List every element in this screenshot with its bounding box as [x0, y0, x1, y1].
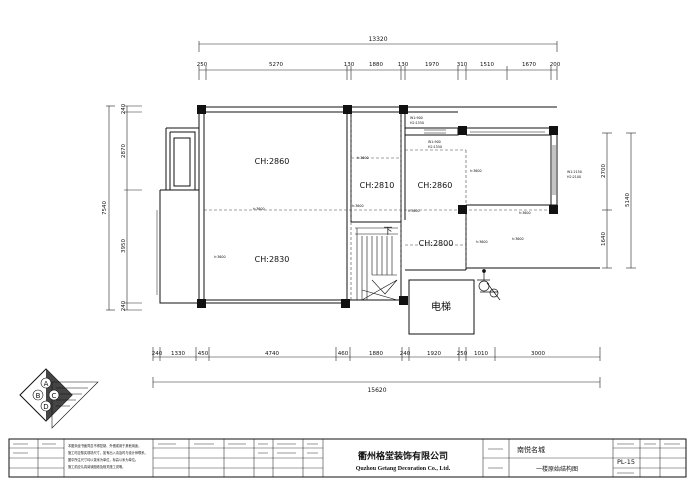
bottom-dim-1: 240 [152, 351, 163, 357]
beam-note-9: h:3600 [408, 209, 420, 213]
top-dim-9: 1670 [522, 62, 536, 68]
window-note-b-width: W1:900 [428, 140, 441, 144]
left-dim-2: 2870 [121, 144, 127, 158]
room-ceiling-height-5: CH:2800 [419, 239, 454, 248]
room-ceiling-height-3: CH:2860 [418, 181, 453, 190]
bottom-dim-4: 4740 [265, 351, 279, 357]
room-ceiling-height-1: CH:2860 [255, 157, 290, 166]
top-dim-5: 130 [398, 62, 409, 68]
equipment-symbol [477, 269, 501, 301]
bottom-segment-labels: 240 1330 450 4740 460 1880 240 1920 250 … [152, 351, 546, 357]
top-dim-10: 200 [550, 62, 561, 68]
beam-note-3: h:3600 [470, 169, 482, 173]
right-dimensions [602, 132, 636, 269]
top-dim-7: 310 [457, 62, 468, 68]
beam-note-1: h:3600 [253, 207, 265, 211]
beam-note-2: h:3600 [357, 156, 369, 160]
stairs-down-label: 下 [383, 227, 392, 237]
bottom-dim-5: 460 [338, 351, 349, 357]
room-labels: CH:2860 CH:2810 CH:2860 CH:2830 CH:2800 [255, 157, 454, 264]
beam-note-4: h:3600 [352, 204, 364, 208]
bottom-dim-8: 1920 [427, 351, 441, 357]
company-name-en: Quzhou Getang Decoration Co., Ltd. [356, 466, 451, 472]
notes-line-3: 图中所注尺寸均以毫米为单位，标高以米为单位。 [68, 457, 138, 462]
notes-line-1: 本图未经书面同意不得复制、外借或用于其他用途。 [68, 443, 141, 448]
right-segment-labels: 2700 1640 5140 [601, 164, 631, 246]
right-dim-1: 2700 [601, 164, 607, 178]
elevator-label: 电梯 [431, 300, 451, 313]
notes-line-2: 施工时应核实现场尺寸，如有出入请及时与设计师联系。 [68, 450, 148, 455]
bottom-dim-2: 1330 [171, 351, 185, 357]
beam-note-6: h:3600 [214, 255, 226, 259]
left-dim-3: 3950 [121, 239, 127, 253]
top-dim-4: 1880 [369, 62, 383, 68]
bottom-dim-7: 240 [400, 351, 411, 357]
structural-columns [197, 105, 558, 308]
window-note-b-height: H2:1550 [428, 145, 442, 149]
room-ceiling-height-2: CH:2810 [360, 181, 395, 190]
left-dim-4: 240 [121, 300, 127, 311]
top-dim-8: 1510 [480, 62, 494, 68]
bottom-dim-11: 3000 [531, 351, 545, 357]
bottom-dim-10: 1010 [474, 351, 488, 357]
right-total-dimension: 5140 [625, 193, 631, 207]
company-logo: A B C D [19, 368, 99, 429]
window-note-a-height: H2:1550 [410, 121, 424, 125]
beam-note-5: h:3600 [519, 211, 531, 215]
left-segment-labels: 240 2870 3950 240 7540 [102, 103, 127, 311]
bottom-total-dimension: 15620 [367, 387, 386, 394]
beam-note-8: h:3600 [512, 237, 524, 241]
bottom-dim-6: 1880 [369, 351, 383, 357]
top-dim-3: 130 [344, 62, 355, 68]
logo-letter-d: D [43, 403, 48, 411]
walls [159, 106, 600, 335]
top-dim-6: 1970 [425, 62, 439, 68]
room-ceiling-height-4: CH:2830 [255, 255, 290, 264]
window-note-c-height: H2:2100 [567, 175, 581, 179]
top-dimensions [198, 41, 558, 80]
logo-letter-c: C [52, 392, 57, 400]
top-ticks [198, 66, 558, 80]
drawing-name: 一楼原始结构图 [536, 465, 578, 473]
logo-letter-a: A [44, 380, 49, 388]
left-dimensions [106, 105, 142, 311]
title-block-notes: 本图未经书面同意不得复制、外借或用于其他用途。 施工时应核实现场尺寸，如有出入请… [68, 443, 148, 469]
beam-lines [204, 112, 557, 300]
left-dim-1: 240 [121, 103, 127, 114]
beam-note-7: h:3600 [476, 240, 488, 244]
company-name-cn: 衢州格堂装饰有限公司 [358, 450, 448, 462]
bottom-dimensions [152, 347, 601, 388]
windows [156, 129, 556, 295]
window-note-c-width: W1:2150 [567, 170, 582, 174]
project-name: 南悦名城 [517, 445, 545, 454]
notes-line-4: 施工前应认真阅读图纸及相关施工说明。 [68, 464, 125, 469]
drawing-number: PL-15 [617, 458, 635, 466]
bottom-dim-9: 250 [457, 351, 468, 357]
bottom-dim-3: 450 [198, 351, 209, 357]
title-block [8, 438, 687, 478]
top-total-dimension: 13320 [368, 36, 387, 43]
left-total-dimension: 7540 [102, 201, 108, 215]
staircase [355, 227, 398, 301]
top-segment-labels: 250 5270 130 1880 130 1970 310 1510 1670… [197, 62, 561, 68]
logo-letter-b: B [36, 392, 41, 400]
beam-annotations: W1:900 H2:1550 W1:900 H2:1550 W1:2150 H2… [214, 116, 582, 259]
window-note-a-width: W1:900 [410, 116, 423, 120]
right-dim-2: 1640 [601, 232, 607, 246]
top-dim-2: 5270 [269, 62, 283, 68]
top-dim-1: 250 [197, 62, 208, 68]
